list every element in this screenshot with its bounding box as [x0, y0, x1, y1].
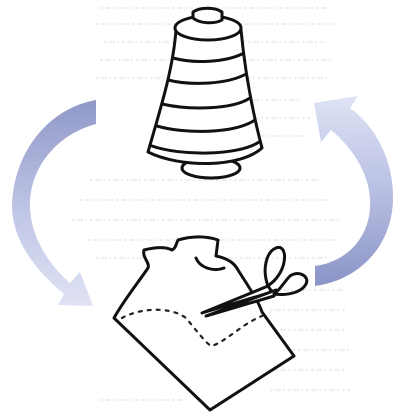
thread-spool-icon	[148, 8, 262, 178]
fabric-scissors-icon	[114, 237, 307, 410]
curved-arrow-icon	[12, 100, 96, 306]
left-curved-arrow	[12, 100, 96, 306]
